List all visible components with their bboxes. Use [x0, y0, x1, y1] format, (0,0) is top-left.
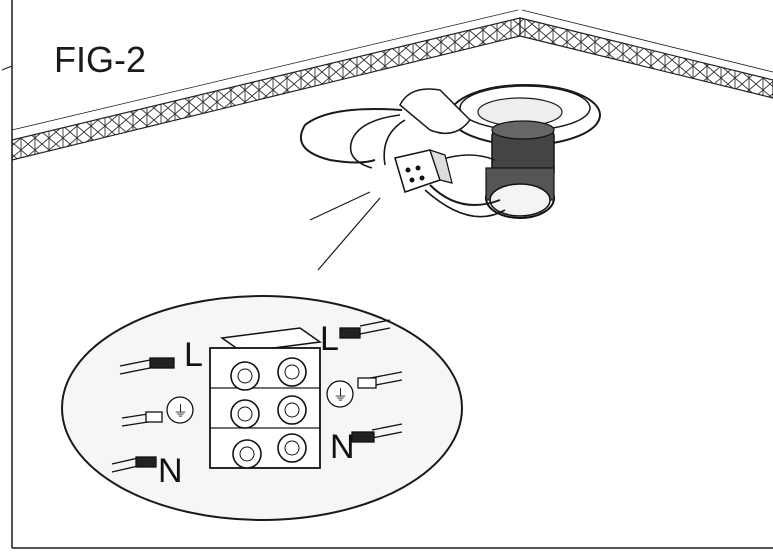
- wire-ends-left: [111, 357, 175, 473]
- terminal-block-small: [394, 149, 453, 193]
- label-live-left: L: [184, 336, 203, 374]
- figure-title: FIG-2: [54, 39, 146, 80]
- ground-symbol-right: ⏚: [326, 380, 354, 408]
- supply-wires: [299, 108, 506, 218]
- ceiling-cornice: [11, 9, 773, 161]
- terminal-screws: [230, 357, 307, 469]
- callout-pointer: [309, 191, 381, 271]
- light-fixture: [399, 84, 601, 219]
- label-neutral-right: N: [330, 428, 355, 466]
- wire-ends-right: [339, 319, 403, 443]
- label-neutral-left: N: [158, 452, 183, 490]
- ground-symbol-left: ⏚: [166, 396, 194, 424]
- ground-icon: ⏚: [333, 386, 348, 404]
- ground-icon: ⏚: [173, 402, 188, 420]
- terminal-block-detail: [209, 327, 323, 469]
- label-live-right: L: [320, 320, 339, 358]
